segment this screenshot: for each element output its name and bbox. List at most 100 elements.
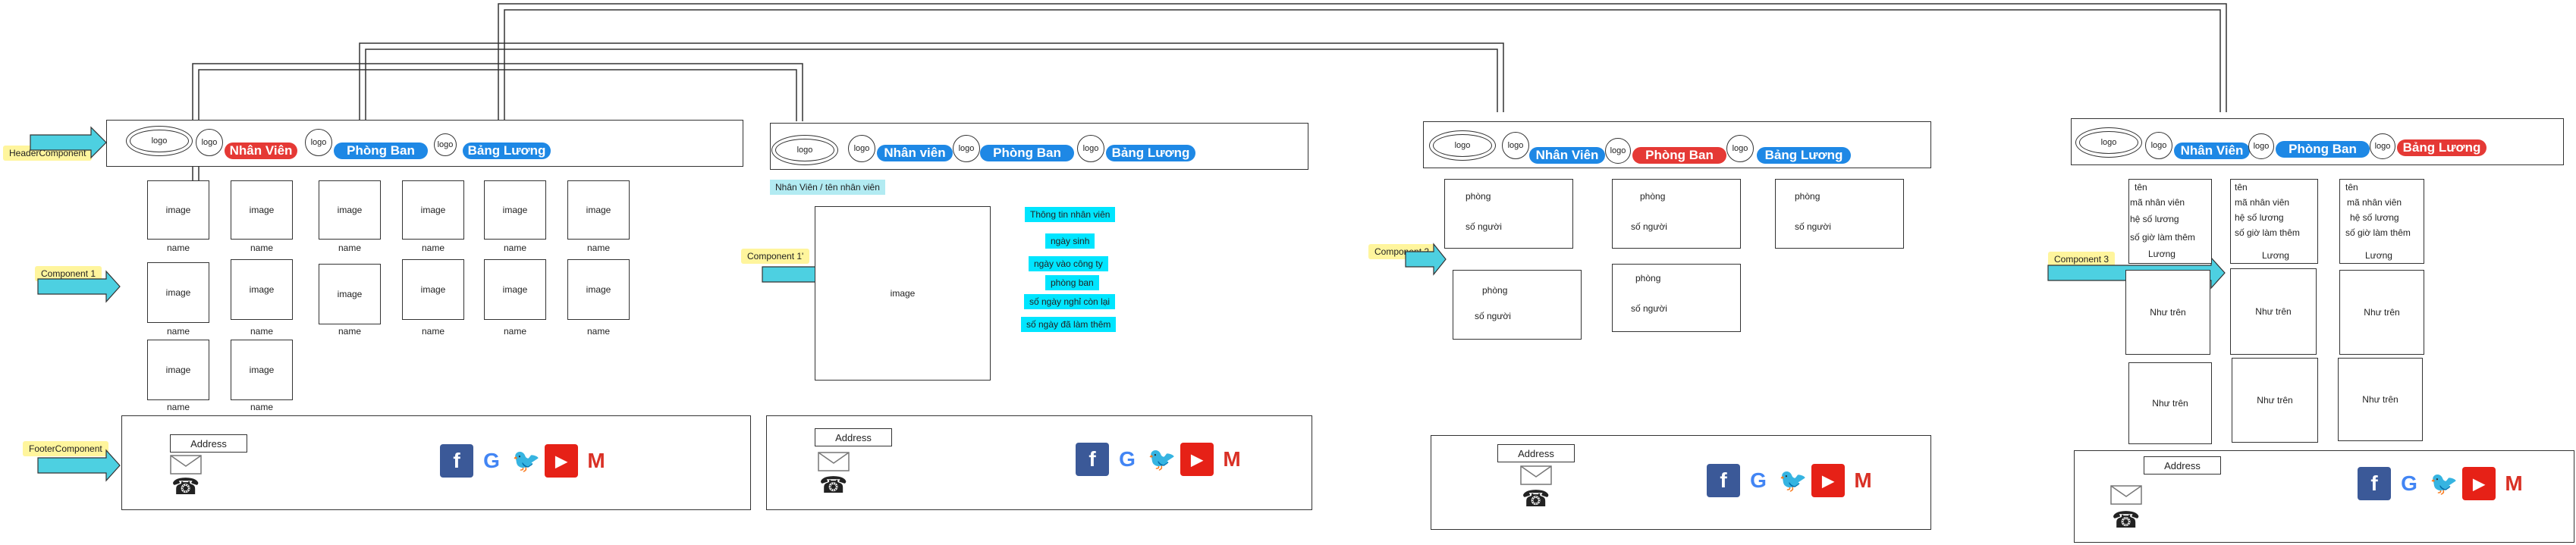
employee-image[interactable]: image: [402, 259, 464, 320]
salary-coef: hệ số lương: [2130, 214, 2179, 224]
salary-card-same[interactable]: Như trên: [2232, 358, 2318, 443]
gmail-icon[interactable]: M: [580, 444, 613, 478]
nav-phong-ban[interactable]: Phòng Ban: [980, 145, 1074, 161]
logo-oval[interactable]: logo: [2075, 127, 2142, 158]
youtube-icon[interactable]: ▶: [545, 444, 578, 478]
gmail-icon[interactable]: M: [2497, 467, 2530, 500]
nav-bang-luong[interactable]: Bảng Lương: [1106, 145, 1195, 161]
logo-circle[interactable]: logo: [2248, 133, 2274, 159]
employee-image[interactable]: image: [319, 264, 381, 324]
mail-icon[interactable]: [170, 455, 202, 475]
detail-field: ngày vào công ty: [1029, 256, 1108, 271]
employee-image[interactable]: image: [567, 259, 630, 320]
facebook-icon[interactable]: f: [1707, 464, 1740, 497]
salary-card-same[interactable]: Như trên: [2125, 270, 2210, 355]
nav-bang-luong[interactable]: Bảng Lương: [2397, 139, 2486, 156]
employee-image[interactable]: image: [319, 180, 381, 240]
employee-image[interactable]: image: [402, 180, 464, 240]
logo-circle[interactable]: logo: [196, 129, 223, 156]
logo-oval[interactable]: logo: [1429, 130, 1496, 161]
nav-bang-luong[interactable]: Bảng Lương: [463, 143, 551, 159]
salary-coef: hệ số lương: [2350, 212, 2399, 223]
dept-card[interactable]: [1612, 264, 1741, 332]
employee-name: name: [586, 243, 611, 253]
mail-icon[interactable]: [818, 452, 850, 471]
dept-people: số người: [1465, 221, 1502, 232]
youtube-icon[interactable]: ▶: [2462, 467, 2496, 500]
nav-bang-luong[interactable]: Bảng Lương: [1757, 147, 1851, 164]
salary-card-same[interactable]: Như trên: [2338, 358, 2423, 441]
salary-card[interactable]: [2128, 179, 2212, 264]
logo-circle[interactable]: logo: [434, 133, 457, 156]
logo-circle[interactable]: logo: [2145, 132, 2172, 159]
twitter-icon[interactable]: 🐦: [1776, 464, 1810, 497]
logo-circle[interactable]: logo: [1726, 135, 1754, 162]
phone-icon[interactable]: ☎: [1522, 487, 1550, 512]
salary-card[interactable]: [2339, 179, 2424, 264]
employee-image[interactable]: image: [484, 180, 546, 240]
google-icon[interactable]: G: [2392, 467, 2426, 500]
facebook-icon[interactable]: f: [1076, 443, 1109, 476]
dept-card[interactable]: [1612, 179, 1741, 249]
logo-oval[interactable]: logo: [126, 126, 193, 156]
dept-card[interactable]: [1453, 270, 1582, 340]
logo-oval[interactable]: logo: [771, 135, 838, 165]
nav-nhan-vien[interactable]: Nhân Viên: [1529, 147, 1605, 164]
employee-detail-image: image: [815, 206, 991, 381]
employee-image[interactable]: image: [567, 180, 630, 240]
employee-name: name: [338, 326, 362, 337]
dept-card[interactable]: [1775, 179, 1904, 249]
logo-circle[interactable]: logo: [953, 135, 980, 162]
phone-icon[interactable]: ☎: [2112, 508, 2141, 533]
youtube-icon[interactable]: ▶: [1180, 443, 1214, 476]
youtube-icon[interactable]: ▶: [1811, 464, 1845, 497]
salary-id: mã nhân viên: [2347, 197, 2402, 208]
nav-nhan-vien[interactable]: Nhân Viên: [2174, 143, 2250, 159]
mail-icon[interactable]: [2110, 485, 2142, 505]
gmail-icon[interactable]: M: [1215, 443, 1249, 476]
nav-nhan-vien[interactable]: Nhân viên: [877, 145, 953, 161]
twitter-icon[interactable]: 🐦: [510, 444, 543, 478]
mail-icon[interactable]: [1520, 465, 1552, 485]
employee-image[interactable]: image: [231, 259, 293, 320]
employee-image[interactable]: image: [147, 180, 209, 240]
twitter-icon[interactable]: 🐦: [1145, 443, 1179, 476]
employee-image[interactable]: image: [484, 259, 546, 320]
social-icons: f G 🐦 ▶ M: [1076, 443, 1249, 476]
facebook-icon[interactable]: f: [2358, 467, 2391, 500]
logo-circle[interactable]: logo: [305, 129, 332, 156]
logo-circle[interactable]: logo: [1077, 135, 1104, 162]
logo-circle[interactable]: logo: [1502, 132, 1529, 159]
phone-icon[interactable]: ☎: [171, 475, 200, 500]
nav-phong-ban[interactable]: Phòng Ban: [1632, 147, 1726, 164]
google-icon[interactable]: G: [475, 444, 508, 478]
google-icon[interactable]: G: [1742, 464, 1775, 497]
employee-image[interactable]: image: [147, 262, 209, 323]
detail-field: Thông tin nhân viên: [1025, 207, 1116, 222]
address-box: Address: [815, 428, 892, 446]
salary-card-same[interactable]: Như trên: [2230, 268, 2317, 355]
nav-phong-ban[interactable]: Phòng Ban: [334, 143, 428, 159]
phone-icon[interactable]: ☎: [819, 473, 848, 498]
salary-coef: hệ số lương: [2235, 212, 2284, 223]
salary-card-same[interactable]: Như trên: [2339, 270, 2424, 355]
breadcrumb[interactable]: Nhân Viên / tên nhân viên: [770, 180, 885, 195]
salary-card[interactable]: [2230, 179, 2318, 264]
employee-image[interactable]: image: [231, 340, 293, 400]
label-component3: Component 3: [2048, 252, 2116, 267]
nav-nhan-vien[interactable]: Nhân Viên: [225, 143, 297, 159]
logo-circle[interactable]: logo: [848, 135, 875, 162]
google-icon[interactable]: G: [1111, 443, 1144, 476]
gmail-icon[interactable]: M: [1846, 464, 1880, 497]
logo-circle[interactable]: logo: [1605, 138, 1631, 164]
employee-name: name: [503, 243, 527, 253]
employee-name: name: [250, 243, 274, 253]
logo-circle[interactable]: logo: [2370, 133, 2395, 159]
nav-phong-ban[interactable]: Phòng Ban: [2276, 141, 2370, 158]
dept-card[interactable]: [1444, 179, 1573, 249]
employee-image[interactable]: image: [231, 180, 293, 240]
twitter-icon[interactable]: 🐦: [2427, 467, 2461, 500]
facebook-icon[interactable]: f: [440, 444, 473, 478]
salary-card-same[interactable]: Như trên: [2128, 362, 2212, 444]
employee-image[interactable]: image: [147, 340, 209, 400]
